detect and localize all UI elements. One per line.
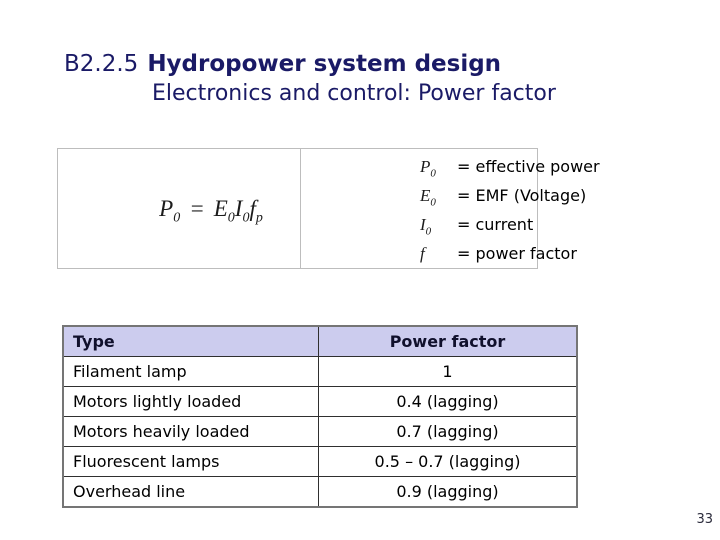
- formula-lhs: P0: [159, 195, 181, 226]
- table-row: Motors lightly loaded 0.4 (lagging): [62, 386, 578, 417]
- table-row: Overhead line 0.9 (lagging): [62, 476, 578, 508]
- formula-equals: =: [189, 195, 205, 221]
- power-factor-cell: 1: [318, 356, 578, 387]
- legend-definition: = power factor: [457, 244, 577, 263]
- legend-symbol: I0: [420, 214, 432, 237]
- power-factor-cell: 0.4 (lagging): [318, 386, 578, 417]
- legend-item: f = power factor: [420, 239, 600, 268]
- section-number: B2.2.5: [64, 51, 139, 77]
- page-number: 33: [696, 512, 713, 527]
- legend-symbol: f: [420, 243, 425, 263]
- title-block: B2.2.5 Hydropower system design Electroni…: [64, 50, 556, 108]
- formula-term-i: I0: [234, 195, 250, 226]
- symbol-legend: P0 = effective power E0 = EMF (Voltage) …: [301, 149, 600, 268]
- legend-definition: = EMF (Voltage): [457, 186, 587, 205]
- formula-term-e: E0: [213, 195, 235, 226]
- table-row: Motors heavily loaded 0.7 (lagging): [62, 416, 578, 447]
- type-cell: Overhead line: [62, 476, 319, 508]
- column-header-power-factor: Power factor: [318, 325, 578, 357]
- formula-term-f: fp: [249, 195, 263, 226]
- legend-item: P0 = effective power: [420, 152, 600, 181]
- legend-item: E0 = EMF (Voltage): [420, 181, 600, 210]
- legend-definition: = effective power: [457, 157, 600, 176]
- power-factor-cell: 0.9 (lagging): [318, 476, 578, 508]
- table-row: Fluorescent lamps 0.5 – 0.7 (lagging): [62, 446, 578, 477]
- power-factor-cell: 0.5 – 0.7 (lagging): [318, 446, 578, 477]
- page-title: Hydropower system design: [147, 51, 502, 77]
- type-cell: Motors heavily loaded: [62, 416, 319, 447]
- legend-symbol: P0: [420, 156, 436, 179]
- legend-definition: = current: [457, 215, 534, 234]
- power-factor-cell: 0.7 (lagging): [318, 416, 578, 447]
- power-factor-table: Type Power factor Filament lamp 1 Motors…: [62, 325, 578, 508]
- table-header-row: Type Power factor: [62, 325, 578, 357]
- type-cell: Filament lamp: [62, 356, 319, 387]
- column-header-type: Type: [62, 325, 319, 357]
- table-row: Filament lamp 1: [62, 356, 578, 387]
- type-cell: Fluorescent lamps: [62, 446, 319, 477]
- title-line: B2.2.5 Hydropower system design: [64, 50, 556, 79]
- page-subtitle: Electronics and control: Power factor: [152, 81, 556, 106]
- legend-item: I0 = current: [420, 210, 600, 239]
- type-cell: Motors lightly loaded: [62, 386, 319, 417]
- legend-symbol: E0: [420, 185, 436, 208]
